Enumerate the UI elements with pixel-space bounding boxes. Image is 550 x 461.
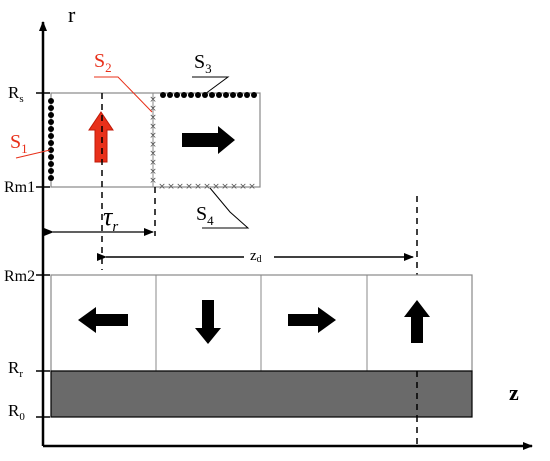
core-block xyxy=(50,370,473,418)
svg-text:×: × xyxy=(248,182,256,192)
surface-label-s4: S4 xyxy=(196,203,214,228)
zd-label: zd xyxy=(250,248,262,265)
svg-text:×: × xyxy=(185,182,193,192)
svg-text:×: × xyxy=(149,131,157,141)
surface-label-s3: S3 xyxy=(194,51,212,76)
s2-leader xyxy=(94,76,153,113)
svg-text:×: × xyxy=(149,176,157,186)
svg-text:×: × xyxy=(212,182,220,192)
surface-s3-dots xyxy=(160,92,257,98)
svg-text:×: × xyxy=(149,95,157,105)
s3-leader xyxy=(192,76,230,95)
z-axis-label: z xyxy=(509,380,519,405)
svg-text:×: × xyxy=(149,113,157,123)
svg-text:×: × xyxy=(167,182,175,192)
s1-leader xyxy=(15,149,51,159)
radius-label-rm1: Rm1 xyxy=(4,179,35,196)
radius-label-r0: R0 xyxy=(8,401,25,423)
radius-label-rm2: Rm2 xyxy=(4,268,35,285)
upper-arrow-right xyxy=(182,126,235,154)
svg-text:×: × xyxy=(149,140,157,150)
radius-label-rr: Rr xyxy=(8,358,23,380)
svg-text:×: × xyxy=(194,182,202,192)
zd-label-bg xyxy=(244,246,274,264)
svg-text:×: × xyxy=(221,182,229,192)
svg-text:×: × xyxy=(149,149,157,159)
lower-arrow-up xyxy=(404,300,430,343)
lower-arrow-down xyxy=(195,300,221,344)
svg-text:×: × xyxy=(149,158,157,168)
surface-s2-crosses: ××× ××× ××× × xyxy=(149,95,157,186)
svg-text:×: × xyxy=(149,104,157,114)
surface-s1-dots xyxy=(48,98,54,181)
svg-text:×: × xyxy=(149,167,157,177)
upper-arrow-up-red xyxy=(88,111,114,163)
lower-arrow-left xyxy=(78,307,128,333)
svg-text:×: × xyxy=(203,182,211,192)
lower-arrow-right xyxy=(288,307,336,333)
radius-label-rs: Rs xyxy=(8,83,24,105)
r-axis-label: r xyxy=(68,2,76,27)
surface-s4-crosses: ××× ××× ××× ×× xyxy=(158,182,256,192)
svg-text:×: × xyxy=(149,122,157,132)
s4-leader xyxy=(202,187,250,229)
tau-label: τr xyxy=(103,202,118,235)
surface-label-s1: S1 xyxy=(10,131,28,156)
surface-label-s2: S2 xyxy=(94,50,112,75)
svg-text:×: × xyxy=(158,182,166,192)
svg-text:×: × xyxy=(176,182,184,192)
svg-text:×: × xyxy=(230,182,238,192)
svg-text:×: × xyxy=(239,182,247,192)
